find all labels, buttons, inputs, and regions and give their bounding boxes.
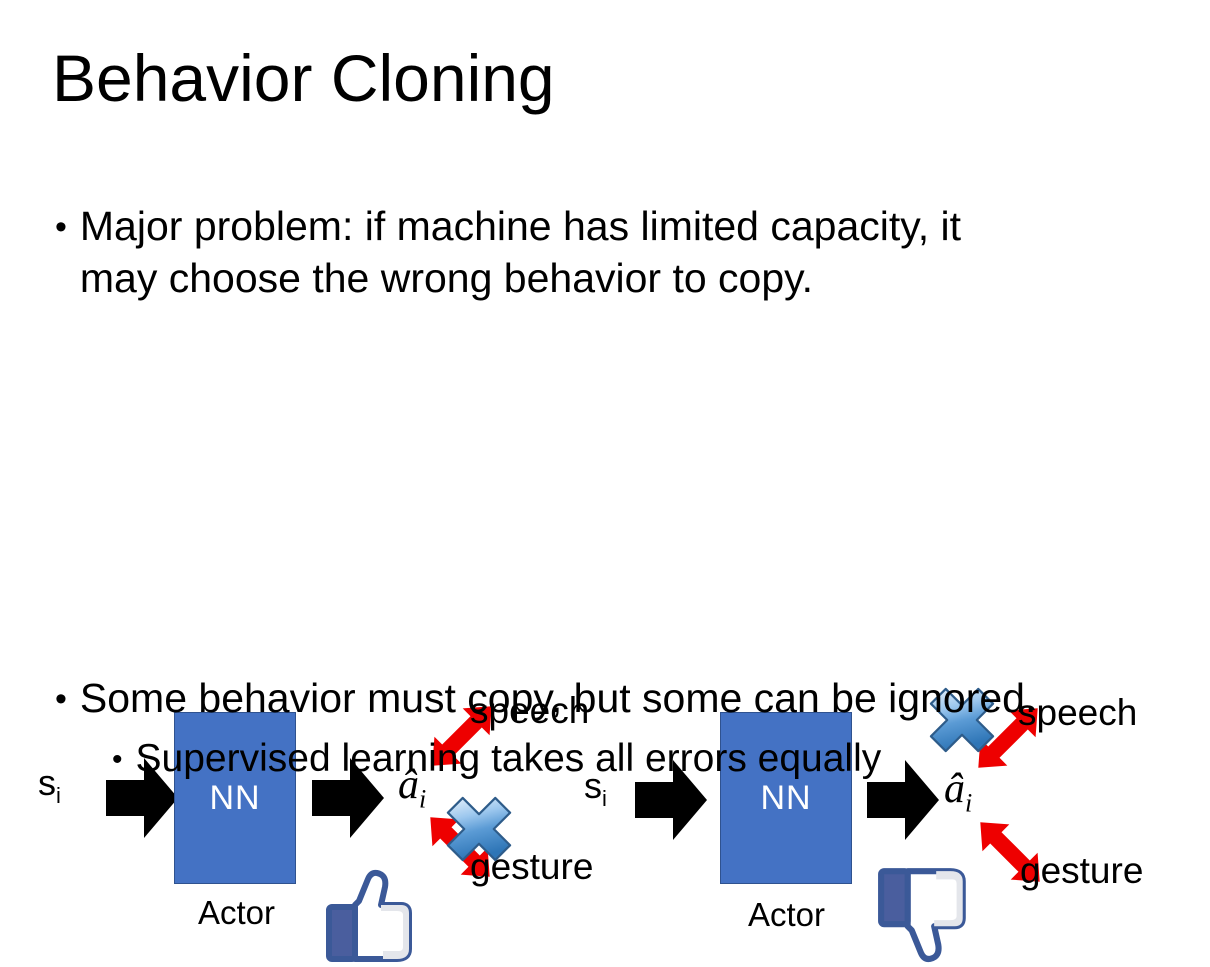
diagram-left: si NN Actor âi speech gesture [22,340,612,962]
action-subscript: i [419,784,427,814]
speech-arrow-left [432,706,492,766]
bullet-text: Major problem: if machine has limited ca… [79,203,961,301]
state-label-right: si [584,765,607,810]
state-symbol: s [584,765,602,806]
state-label-left: si [38,762,61,807]
cross-out-icon-left [446,796,512,862]
diagram-right: si NN Actor âi speech [570,340,1190,963]
action-label-right: âi [944,766,972,816]
thumbs-up-icon [326,869,412,962]
action-symbol: â [944,766,965,812]
action-symbol: â [398,762,419,808]
nn-box-label: NN [209,779,261,817]
gesture-label-right: gesture [1020,850,1144,891]
state-subscript: i [602,786,607,812]
nn-box-left: NN [174,712,296,884]
bullet-marker: • [112,743,123,776]
nn-box-right: NN [720,712,852,884]
action-subscript: i [965,788,973,818]
actor-caption-left: Actor [198,894,276,931]
bullet-text: Supervised learning takes all errors equ… [135,737,882,780]
nn-box-label: NN [760,779,812,817]
actor-caption-right: Actor [748,896,826,933]
action-label-left: âi [398,762,426,812]
state-subscript: i [56,783,61,809]
speech-arrow-right [978,708,1038,768]
state-symbol: s [38,762,56,803]
output-arrow-icon-left [312,758,384,838]
bullet-major-problem: • Major problem: if machine has limited … [55,200,1095,304]
speech-label-left: speech [470,690,590,731]
output-arrow-icon-right [867,760,939,840]
speech-label-right: speech [1018,692,1138,733]
thumbs-down-icon [878,868,966,963]
bullet-text: Some behavior must copy, but some can be… [79,675,1037,721]
bullet-supervised-learning: • Supervised learning takes all errors e… [112,733,1162,787]
page-title: Behavior Cloning [52,41,555,115]
input-arrow-icon-left [106,758,178,838]
gesture-arrow-right [980,822,1040,882]
cross-out-icon-right [929,687,995,753]
bullet-marker: • [55,680,67,718]
input-arrow-icon-right [635,760,707,840]
bullet-marker: • [55,208,67,246]
bullet-some-behavior: • Some behavior must copy, but some can … [55,672,1155,726]
